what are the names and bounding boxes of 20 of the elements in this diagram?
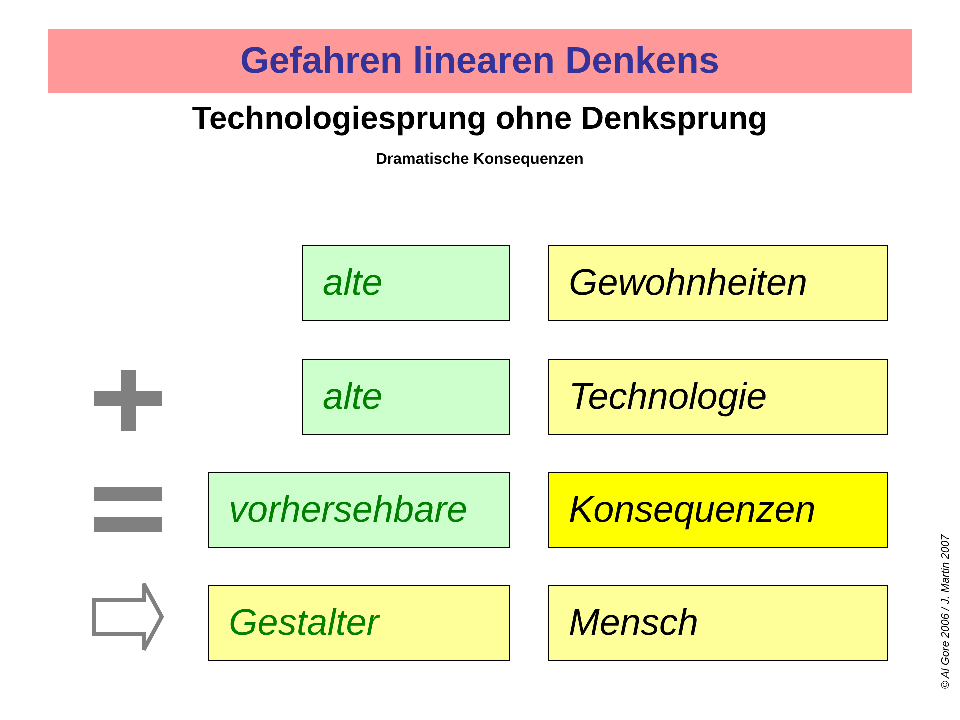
title: Gefahren linearen Denkens bbox=[240, 40, 720, 82]
text-box bbox=[208, 585, 510, 661]
text-box bbox=[302, 245, 510, 321]
text-box bbox=[302, 359, 510, 435]
text-box bbox=[208, 472, 510, 548]
subtitle: Technologiesprung ohne Denksprung bbox=[191, 100, 769, 137]
box-label: alte bbox=[323, 376, 383, 418]
box-label: Gewohnheiten bbox=[569, 262, 808, 304]
box-label: Konsequenzen bbox=[569, 489, 816, 531]
box-label: alte bbox=[323, 262, 383, 304]
text-box bbox=[548, 585, 888, 661]
subheading: Dramatische Konsequenzen bbox=[375, 151, 585, 169]
copyright-note: © Al Gore 2006 / J. Martin 2007 bbox=[940, 534, 952, 692]
text-box bbox=[548, 472, 888, 548]
text-box bbox=[548, 359, 888, 435]
box-label: Mensch bbox=[569, 602, 699, 644]
box-label: vorhersehbare bbox=[229, 489, 468, 531]
box-label: Technologie bbox=[569, 376, 768, 418]
box-label: Gestalter bbox=[229, 602, 380, 644]
text-box bbox=[548, 245, 888, 321]
